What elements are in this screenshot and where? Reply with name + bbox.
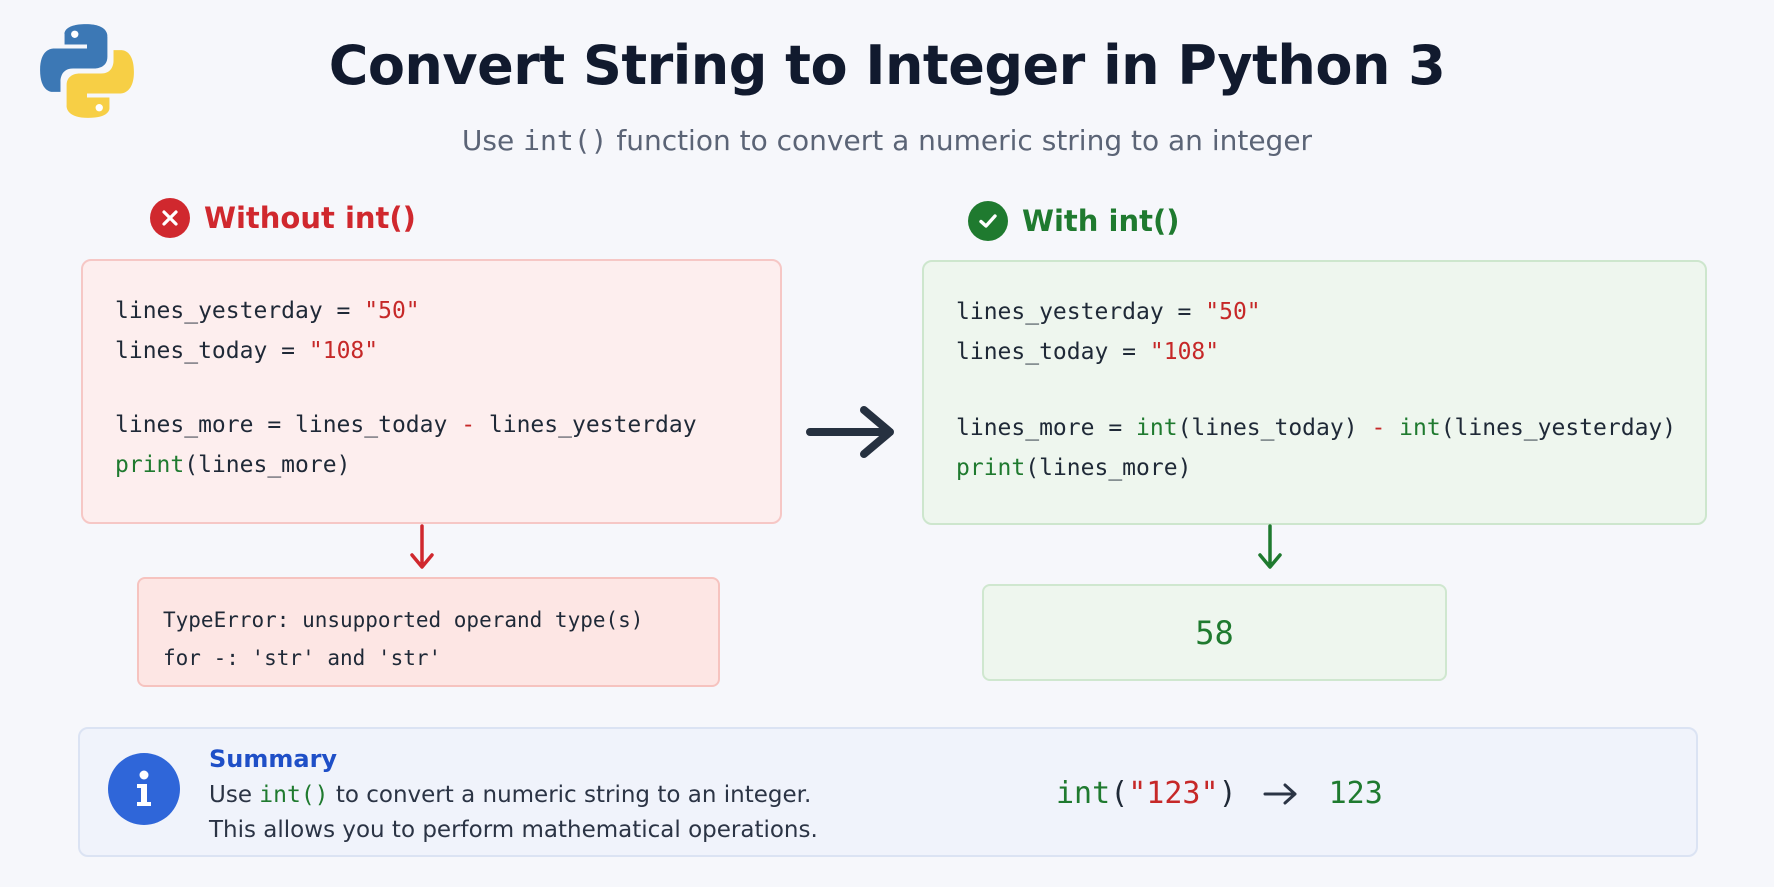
output-value: 58: [1195, 613, 1234, 652]
without-int-heading: Without int(): [150, 198, 416, 238]
right-arrow-icon: [1263, 782, 1299, 806]
down-arrow-icon: [1255, 522, 1285, 572]
without-int-code-block: lines_yesterday = "50" lines_today = "10…: [81, 259, 782, 524]
code-line: lines_yesterday = "50": [956, 299, 1261, 325]
example-result: 123: [1328, 776, 1383, 811]
with-int-label: With int(): [1022, 204, 1180, 238]
summary-panel: [78, 727, 1698, 857]
code-line: print(lines_more): [956, 455, 1192, 481]
error-line: TypeError: unsupported operand type(s): [163, 608, 644, 632]
error-output-box: TypeError: unsupported operand type(s) f…: [137, 577, 720, 687]
right-arrow-icon: [806, 404, 898, 460]
success-output-box: 58: [982, 584, 1447, 681]
down-arrow-icon: [407, 522, 437, 572]
without-int-label: Without int(): [204, 201, 416, 235]
code-line: lines_today = "108": [956, 339, 1220, 365]
code-line: lines_yesterday = "50": [115, 298, 420, 324]
code-line: lines_more = lines_today - lines_yesterd…: [115, 412, 697, 438]
info-icon: [108, 753, 180, 825]
check-circle-icon: [968, 201, 1008, 241]
with-int-heading: With int(): [968, 201, 1180, 241]
summary-example: int("123") 123: [1056, 776, 1383, 811]
page-title: Convert String to Integer in Python 3: [328, 34, 1446, 97]
x-circle-icon: [150, 198, 190, 238]
code-line: lines_more = int(lines_today) - int(line…: [956, 415, 1677, 441]
code-line: lines_today = "108": [115, 338, 379, 364]
summary-text: This allows you to perform mathematical …: [209, 817, 818, 843]
with-int-code-block: lines_yesterday = "50" lines_today = "10…: [922, 260, 1707, 525]
summary-title: Summary: [209, 745, 338, 773]
python-logo-icon: [36, 20, 138, 122]
summary-text: Use int() to convert a numeric string to…: [209, 782, 812, 808]
code-line: print(lines_more): [115, 452, 351, 478]
page-subtitle: Use int() function to convert a numeric …: [461, 124, 1313, 157]
error-line: for -: 'str' and 'str': [163, 646, 442, 670]
